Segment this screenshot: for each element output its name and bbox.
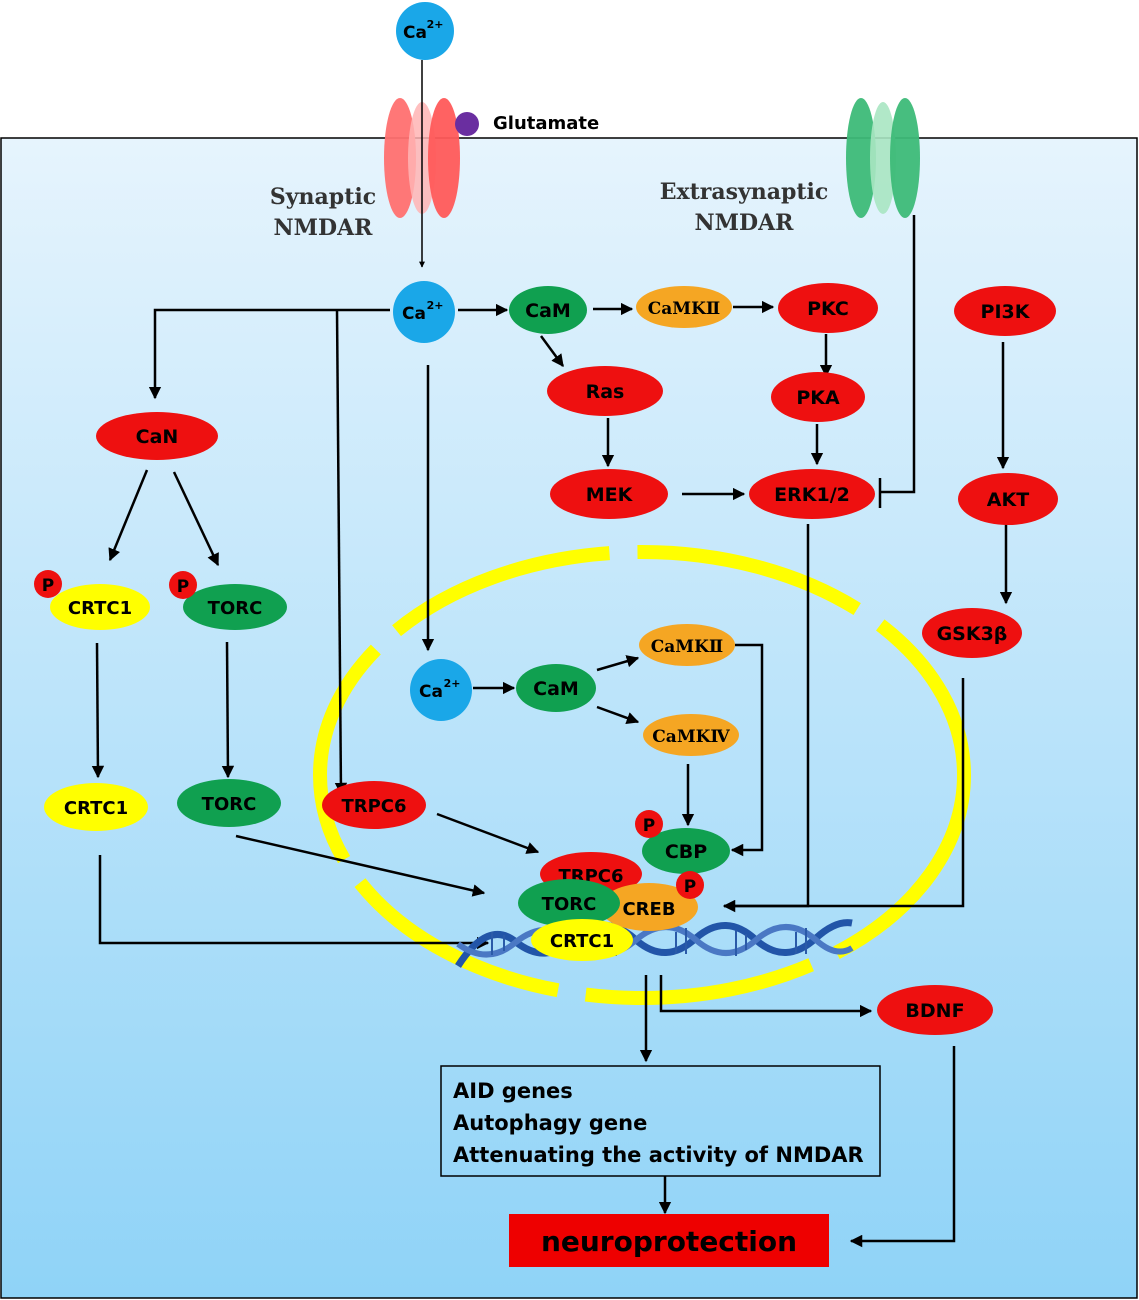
cytoplasmic-ca-ion: Ca 2+ (393, 281, 455, 343)
node-pka: PKA (771, 372, 865, 422)
node-torc-phosphorylated: TORC (183, 584, 287, 630)
node-cbp: CBP (642, 828, 730, 874)
svg-text:TORC: TORC (208, 598, 263, 619)
phospho-tag-cbp: P (635, 810, 663, 838)
node-ras: Ras (547, 366, 663, 416)
svg-text:2+: 2+ (427, 18, 444, 31)
svg-text:P: P (684, 877, 696, 897)
node-pi3k: PI3K (954, 286, 1056, 336)
svg-text:BDNF: BDNF (905, 1000, 964, 1022)
outcome-gene-box: AID genes Autophagy gene Attenuating the… (440, 1065, 881, 1177)
complex-torc: TORC (518, 879, 620, 927)
svg-text:Attenuating the activity of NM: Attenuating the activity of NMDAR (453, 1143, 864, 1167)
svg-text:Ca: Ca (419, 682, 443, 702)
svg-text:P: P (177, 577, 189, 597)
svg-text:CRTC1: CRTC1 (68, 598, 132, 619)
node-akt: AKT (958, 473, 1058, 525)
node-pkc: PKC (778, 283, 878, 333)
node-trpc6: TRPC6 (322, 781, 426, 829)
svg-text:CaN: CaN (136, 426, 179, 448)
node-torc: TORC (177, 779, 281, 827)
node-crtc1-phosphorylated: CRTC1 (50, 584, 150, 630)
nuclear-ca-ion: Ca 2+ (410, 659, 472, 721)
svg-text:CRTC1: CRTC1 (64, 798, 128, 819)
svg-text:Ras: Ras (586, 381, 625, 403)
svg-text:TORC: TORC (202, 794, 257, 815)
svg-text:2+: 2+ (444, 677, 461, 690)
svg-text:CaMKⅡ: CaMKⅡ (651, 637, 723, 657)
svg-text:CBP: CBP (665, 841, 707, 863)
phospho-tag-creb: P (676, 871, 704, 899)
svg-text:Ca: Ca (402, 304, 426, 324)
svg-text:P: P (42, 576, 54, 596)
node-camk4-nuclear: CaMKⅣ (643, 714, 739, 756)
synaptic-nmdar-label-2: NMDAR (274, 215, 374, 241)
node-camk2-top: CaMKⅡ (636, 286, 732, 328)
node-crtc1: CRTC1 (44, 783, 148, 831)
node-bdnf: BDNF (877, 985, 993, 1035)
node-gsk3b: GSK3β (922, 608, 1022, 658)
svg-text:TRPC6: TRPC6 (341, 796, 406, 817)
phospho-tag-crtc1: P (34, 570, 62, 598)
svg-text:P: P (643, 816, 655, 836)
node-cam-top: CaM (509, 286, 587, 334)
neuroprotection-box: neuroprotection (509, 1214, 829, 1267)
glutamate-label: Glutamate (493, 113, 599, 134)
svg-text:PKC: PKC (807, 298, 849, 320)
node-can: CaN (96, 412, 218, 460)
node-camk2-nuclear: CaMKⅡ (639, 624, 735, 666)
extrasynaptic-nmdar-label: Extrasynaptic (660, 179, 829, 205)
svg-text:Ca: Ca (403, 23, 427, 43)
synaptic-nmdar-label: Synaptic (270, 184, 376, 210)
synaptic-nmdar-channel (384, 98, 460, 218)
svg-text:AID genes: AID genes (453, 1079, 573, 1103)
node-erk: ERK1/2 (749, 469, 875, 519)
node-mek: MEK (550, 469, 668, 519)
extrasynaptic-nmdar-channel (846, 98, 920, 218)
complex-crtc1: CRTC1 (531, 919, 633, 961)
svg-text:PKA: PKA (796, 387, 840, 409)
svg-text:CREB: CREB (622, 899, 675, 920)
phospho-tag-torc: P (169, 571, 197, 599)
svg-text:TORC: TORC (542, 894, 597, 915)
extracellular-ca-ion: Ca 2+ (396, 2, 454, 60)
svg-text:Autophagy gene: Autophagy gene (453, 1111, 647, 1135)
svg-text:AKT: AKT (987, 489, 1029, 511)
glutamate-molecule (455, 112, 479, 136)
svg-text:neuroprotection: neuroprotection (541, 1225, 797, 1258)
arrows (91, 60, 1013, 1248)
complex-creb: CREB (600, 883, 698, 931)
svg-text:2+: 2+ (427, 299, 444, 312)
svg-text:CRTC1: CRTC1 (550, 931, 614, 952)
svg-text:CaM: CaM (533, 678, 579, 700)
svg-text:CaM: CaM (525, 300, 571, 322)
extrasynaptic-nmdar-label-2: NMDAR (695, 210, 795, 236)
svg-text:GSK3β: GSK3β (937, 623, 1008, 645)
svg-text:ERK1/2: ERK1/2 (774, 484, 850, 506)
svg-text:CaMKⅡ: CaMKⅡ (648, 299, 720, 319)
svg-text:MEK: MEK (586, 484, 634, 506)
node-cam-nuclear: CaM (516, 664, 596, 712)
svg-text:PI3K: PI3K (981, 301, 1031, 323)
svg-text:CaMKⅣ: CaMKⅣ (652, 727, 730, 747)
